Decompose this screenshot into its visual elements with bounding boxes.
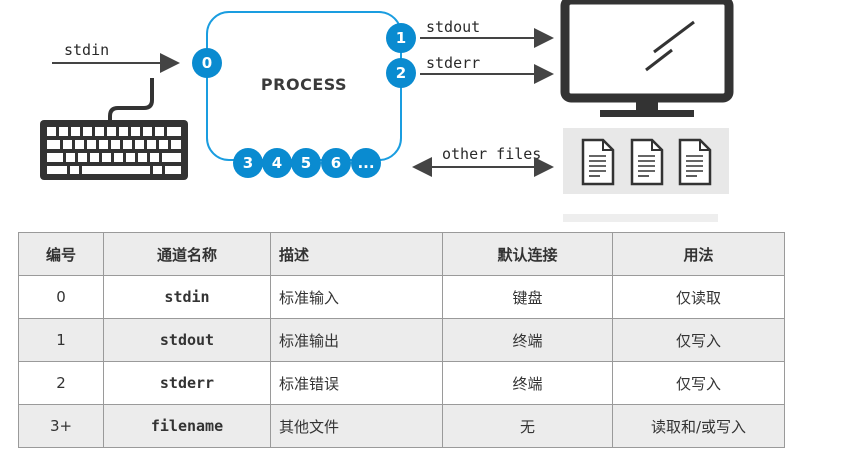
cell-default-connection: 键盘 — [442, 275, 613, 319]
files-panel — [563, 128, 729, 194]
table-row: 1 stdout 标准输出 终端 仅写入 — [18, 318, 785, 362]
file-descriptor-table: 编号 通道名称 描述 默认连接 用法 0 stdin 标准输入 键盘 仅读取 1… — [18, 232, 785, 448]
header-channel-name: 通道名称 — [103, 232, 271, 276]
table-row: 3+ filename 其他文件 无 读取和/或写入 — [18, 404, 785, 448]
cell-channel-name: stdin — [103, 275, 271, 319]
header-number: 编号 — [18, 232, 104, 276]
process-io-diagram: stdin PROCESS 0 1 2 3 4 5 — [40, 0, 734, 222]
cell-usage: 读取和/或写入 — [612, 404, 785, 448]
table-row: 0 stdin 标准输入 键盘 仅读取 — [18, 275, 785, 319]
cell-default-connection: 终端 — [442, 361, 613, 405]
svg-text:...: ... — [357, 154, 374, 172]
svg-text:6: 6 — [331, 154, 341, 172]
other-files-label: other files — [442, 145, 541, 163]
cell-description: 标准输出 — [270, 318, 443, 362]
stdin-label: stdin — [64, 41, 109, 59]
keyboard-icon — [40, 78, 188, 180]
cell-description: 标准错误 — [270, 361, 443, 405]
fd-badge-4: 4 — [262, 148, 292, 178]
header-description: 描述 — [270, 232, 443, 276]
fd-badge-0: 0 — [192, 48, 222, 78]
fd-badge-3: 3 — [233, 148, 263, 178]
table-row: 2 stderr 标准错误 终端 仅写入 — [18, 361, 785, 405]
cell-usage: 仅读取 — [612, 275, 785, 319]
cell-default-connection: 终端 — [442, 318, 613, 362]
svg-text:1: 1 — [396, 29, 406, 47]
file-icon — [678, 138, 712, 186]
svg-text:2: 2 — [396, 64, 406, 82]
divider-bar — [563, 214, 718, 222]
file-icon — [581, 138, 615, 186]
table-header-row: 编号 通道名称 描述 默认连接 用法 — [18, 232, 785, 276]
monitor-icon — [560, 0, 734, 117]
cell-usage: 仅写入 — [612, 361, 785, 405]
cell-default-connection: 无 — [442, 404, 613, 448]
fd-badge-5: 5 — [291, 148, 321, 178]
svg-text:0: 0 — [202, 54, 212, 72]
fd-badge-1: 1 — [386, 23, 416, 53]
fd-badge-6: 6 — [321, 148, 351, 178]
cell-number: 1 — [18, 318, 104, 362]
cell-number: 0 — [18, 275, 104, 319]
cell-channel-name: stderr — [103, 361, 271, 405]
file-icon — [630, 138, 664, 186]
cell-number: 3+ — [18, 404, 104, 448]
header-usage: 用法 — [612, 232, 785, 276]
cell-channel-name: filename — [103, 404, 271, 448]
cell-usage: 仅写入 — [612, 318, 785, 362]
cell-channel-name: stdout — [103, 318, 271, 362]
svg-text:5: 5 — [301, 154, 311, 172]
stderr-label: stderr — [426, 54, 480, 72]
svg-text:3: 3 — [243, 154, 253, 172]
header-default-connection: 默认连接 — [442, 232, 613, 276]
cell-number: 2 — [18, 361, 104, 405]
fd-badge-more: ... — [351, 148, 381, 178]
process-label: PROCESS — [261, 75, 347, 94]
svg-text:4: 4 — [272, 154, 282, 172]
stdout-label: stdout — [426, 18, 480, 36]
cell-description: 标准输入 — [270, 275, 443, 319]
fd-badge-2: 2 — [386, 58, 416, 88]
cell-description: 其他文件 — [270, 404, 443, 448]
